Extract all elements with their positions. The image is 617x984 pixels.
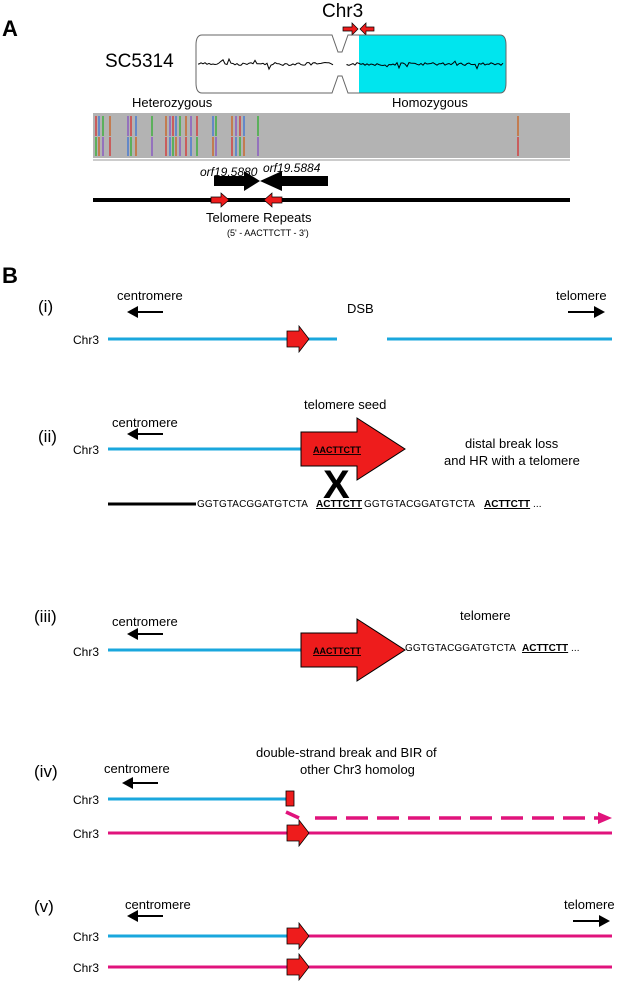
step-iv-centromere: centromere bbox=[104, 761, 170, 776]
step-v: (v) centromere telomere Chr3 Chr3 bbox=[34, 897, 615, 982]
broken-seed-fragment bbox=[285, 790, 295, 807]
step-iii-arrow-seq: AACTTCTT bbox=[313, 646, 361, 656]
step-v-chr-bottom: Chr3 bbox=[73, 961, 99, 975]
coverage-track bbox=[93, 113, 570, 158]
step-v-centromere: centromere bbox=[125, 897, 191, 912]
centromere-arrow-icon bbox=[122, 777, 158, 789]
step-iii-chr: Chr3 bbox=[73, 645, 99, 659]
step-ii: (ii) centromere telomere seed Chr3 AACTT… bbox=[38, 397, 580, 510]
step-ii-seq-d: ACTTCTT bbox=[484, 499, 530, 510]
gene-arrow-orf19-5884 bbox=[260, 171, 328, 191]
step-iii-telomere: telomere bbox=[460, 608, 511, 623]
telomere-arrow-icon bbox=[573, 915, 610, 927]
centromere-arrow-icon bbox=[127, 428, 163, 440]
step-iii-seq-b: ACTTCTT bbox=[522, 643, 568, 654]
telomere-repeat-arrow-2 bbox=[263, 192, 283, 208]
repeat-seq-label: (5' - AACTTCTT - 3') bbox=[227, 228, 309, 238]
homozygous-label: Homozygous bbox=[392, 95, 468, 110]
step-i-numeral: (i) bbox=[38, 297, 53, 316]
telomere-seed-arrow bbox=[286, 952, 310, 982]
step-iv-note1: double-strand break and BIR of bbox=[256, 745, 437, 760]
step-ii-chr: Chr3 bbox=[73, 443, 99, 457]
step-ii-seq-end: ... bbox=[533, 499, 542, 510]
bir-arrowhead-icon bbox=[598, 812, 612, 824]
step-iv-chr-bottom: Chr3 bbox=[73, 827, 99, 841]
gene-label-orf19-5880: orf19.5880 bbox=[200, 165, 258, 179]
panel-a: A Chr3 SC5314 Heterozygous Homozygous or… bbox=[2, 1, 570, 238]
step-iii-centromere: centromere bbox=[112, 614, 178, 629]
step-ii-note2: and HR with a telomere bbox=[444, 453, 580, 468]
telomere-seed-large-arrow bbox=[300, 618, 406, 682]
copy-number-trace bbox=[198, 57, 504, 71]
step-iv-numeral: (iv) bbox=[34, 762, 58, 781]
step-ii-note1: distal break loss bbox=[465, 436, 559, 451]
step-ii-numeral: (ii) bbox=[38, 427, 57, 446]
step-i-dsb: DSB bbox=[347, 301, 374, 316]
panel-a-label: A bbox=[2, 16, 18, 41]
step-iii-numeral: (iii) bbox=[34, 607, 57, 626]
step-ii-seed-title: telomere seed bbox=[304, 397, 386, 412]
step-ii-seq-b: ACTTCTT bbox=[316, 499, 362, 510]
homozygous-region bbox=[359, 35, 506, 93]
strain-label: SC5314 bbox=[105, 51, 174, 72]
step-v-telomere: telomere bbox=[564, 897, 615, 912]
panel-b-label: B bbox=[2, 263, 18, 288]
step-i-chr: Chr3 bbox=[73, 333, 99, 347]
gene-arrow-orf19-5880 bbox=[214, 171, 260, 191]
step-iv-chr-top: Chr3 bbox=[73, 793, 99, 807]
panel-b: B (i) centromere telomere DSB Chr3 (ii) … bbox=[2, 263, 615, 982]
step-ii-seq-a: GGTGTACGGATGTCTA bbox=[197, 499, 308, 510]
step-ii-arrow-seq: AACTTCTT bbox=[313, 445, 361, 455]
step-v-numeral: (v) bbox=[34, 897, 54, 916]
step-i-telomere: telomere bbox=[556, 288, 607, 303]
chr3-title: Chr3 bbox=[322, 1, 363, 22]
step-iii: (iii) centromere telomere Chr3 AACTTCTT … bbox=[34, 607, 580, 682]
telomere-seed-arrow bbox=[286, 324, 310, 354]
primer-arrow-right bbox=[342, 22, 359, 36]
step-iii-seq-end: ... bbox=[571, 643, 580, 654]
telomere-repeat-arrow-1 bbox=[210, 192, 230, 208]
telomere-seed-arrow bbox=[286, 818, 310, 848]
step-ii-seq-c: GGTGTACGGATGTCTA bbox=[364, 499, 475, 510]
centromere-arrow-icon bbox=[127, 628, 163, 640]
step-iii-seq-a: GGTGTACGGATGTCTA bbox=[405, 643, 516, 654]
step-i: (i) centromere telomere DSB Chr3 bbox=[38, 288, 612, 354]
bir-invasion-line bbox=[285, 810, 300, 820]
step-iv: (iv) centromere double-strand break and … bbox=[34, 745, 612, 848]
step-iv-note2: other Chr3 homolog bbox=[300, 762, 415, 777]
step-v-chr-top: Chr3 bbox=[73, 930, 99, 944]
gene-label-orf19-5884: orf19.5884 bbox=[263, 161, 321, 175]
telomere-arrow-icon bbox=[568, 306, 605, 318]
allele-track bbox=[93, 113, 570, 161]
chromosome-ideogram bbox=[195, 34, 507, 94]
primer-arrow-left bbox=[359, 22, 375, 36]
step-i-centromere: centromere bbox=[117, 288, 183, 303]
centromere-arrow-icon bbox=[127, 910, 163, 922]
crossover-x: X bbox=[323, 463, 350, 507]
telomere-seed-arrow bbox=[286, 921, 310, 951]
telomere-repeats-label: Telomere Repeats bbox=[206, 210, 312, 225]
step-ii-centromere: centromere bbox=[112, 415, 178, 430]
telomere-seed-large-arrow bbox=[300, 417, 406, 481]
centromere-arrow-icon bbox=[127, 306, 163, 318]
heterozygous-label: Heterozygous bbox=[132, 95, 213, 110]
chromosome-outline bbox=[195, 34, 507, 94]
